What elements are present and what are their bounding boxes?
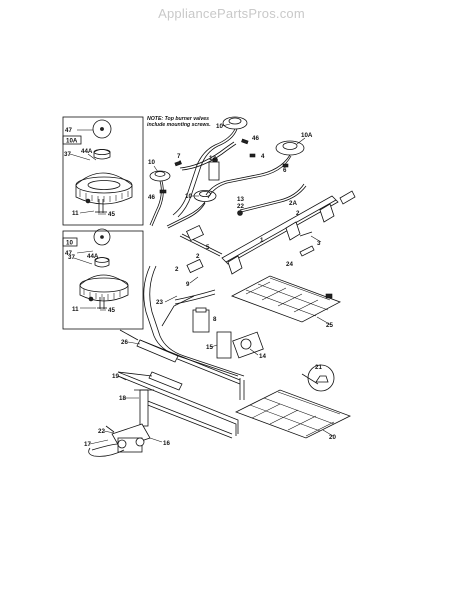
label-19: 19: [112, 373, 119, 380]
inset-10-label-37: 37: [68, 254, 75, 261]
label-9: 9: [186, 281, 190, 288]
label-10a-top: 10A: [301, 132, 313, 139]
inset-10a-frame: [62, 116, 144, 226]
orifice-6-icon: [282, 163, 289, 168]
burner-20: [234, 373, 352, 439]
inset-10-title-box: [62, 237, 78, 247]
label-2-mid: 2: [196, 253, 200, 260]
valve-12-icon: [208, 161, 220, 181]
watermark: AppliancePartsPros.com: [158, 6, 305, 21]
inset-10-title: 10: [66, 240, 73, 247]
label-5: 5: [206, 244, 210, 251]
orifice-46b-icon: [159, 189, 167, 194]
inset-10-label-11: 11: [72, 306, 79, 313]
manifold: [179, 190, 356, 275]
label-4-top: 4: [261, 153, 265, 160]
burner-cap-icon: [93, 228, 111, 246]
top-burners: [149, 116, 307, 229]
burner-cap-icon: [92, 119, 112, 139]
inset-10a-label-44a: 44A: [81, 148, 93, 155]
inset-10a-title-box: [62, 135, 82, 145]
label-2a: 2A: [289, 200, 297, 207]
broil-burner-25-icon: [231, 275, 341, 323]
burner-10-icon: [222, 116, 248, 130]
orifice-46-icon: [241, 138, 249, 145]
label-3: 3: [317, 240, 321, 247]
note-line-2: include mounting screws.: [147, 122, 211, 128]
inset-10-label-47: 47: [65, 250, 72, 257]
inset-10-label-45: 45: [108, 307, 115, 314]
orifice-4-icon: [249, 153, 256, 158]
bake-burner-20-icon: [234, 389, 352, 439]
connector-24-icon: [299, 245, 315, 257]
label-22b: 22: [98, 428, 105, 435]
label-17: 17: [84, 441, 91, 448]
inset-10a: 10A 47 37 44A 11 45: [62, 116, 144, 226]
igniter-8-icon: [192, 309, 210, 333]
label-14: 14: [259, 353, 266, 360]
bracket-18-icon: [139, 389, 149, 427]
label-46-left: 46: [148, 194, 155, 201]
label-8: 8: [213, 316, 217, 323]
label-26: 26: [121, 339, 128, 346]
burner-25: [231, 275, 341, 323]
oven-burners: [88, 265, 264, 457]
orifice-7-icon: [174, 160, 182, 167]
label-25: 25: [326, 322, 333, 329]
leader-lines: [89, 123, 334, 445]
label-22: 22: [237, 203, 244, 210]
inset-10a-title: 10A: [66, 138, 78, 145]
label-21: 21: [315, 364, 322, 371]
label-24: 24: [286, 261, 293, 268]
label-10-top: 10: [216, 123, 223, 130]
label-10-mid: 10: [185, 193, 192, 200]
label-18: 18: [119, 395, 126, 402]
inset-10: 10 47 37 44A 11 45: [62, 228, 144, 330]
label-13: 13: [237, 196, 244, 203]
label-2-right: 2: [296, 210, 300, 217]
label-16: 16: [163, 440, 170, 447]
label-10-left: 10: [148, 159, 155, 166]
label-46-top: 46: [252, 135, 259, 142]
label-15: 15: [206, 344, 213, 351]
part-labels: 10A 10 46 4 10 7 46 10 6 12 13 22 2A 3 1…: [84, 123, 336, 448]
label-6: 6: [283, 167, 287, 174]
inset-10a-label-45: 45: [108, 211, 115, 218]
inset-10-frame: [62, 230, 144, 330]
label-12: 12: [209, 155, 216, 162]
inset-10a-label-37: 37: [64, 151, 71, 158]
inset-10a-label-11: 11: [72, 210, 79, 217]
igniter-19-icon: [148, 371, 183, 391]
burner-10a-icon: [275, 140, 305, 156]
label-1: 1: [260, 237, 264, 244]
label-20: 20: [329, 434, 336, 441]
igniter-26-icon: [136, 339, 179, 363]
label-7: 7: [177, 153, 181, 160]
valve-15-icon: [216, 331, 232, 359]
label-2-left: 2: [175, 266, 179, 273]
note-line-1: NOTE: Top burner valves: [147, 116, 209, 122]
label-23: 23: [156, 299, 163, 306]
inset-10-label-44a: 44A: [87, 253, 99, 260]
nut-21-icon: [315, 375, 329, 383]
inset-10a-label-47: 47: [65, 127, 72, 134]
callout-21-circle: [307, 364, 335, 392]
